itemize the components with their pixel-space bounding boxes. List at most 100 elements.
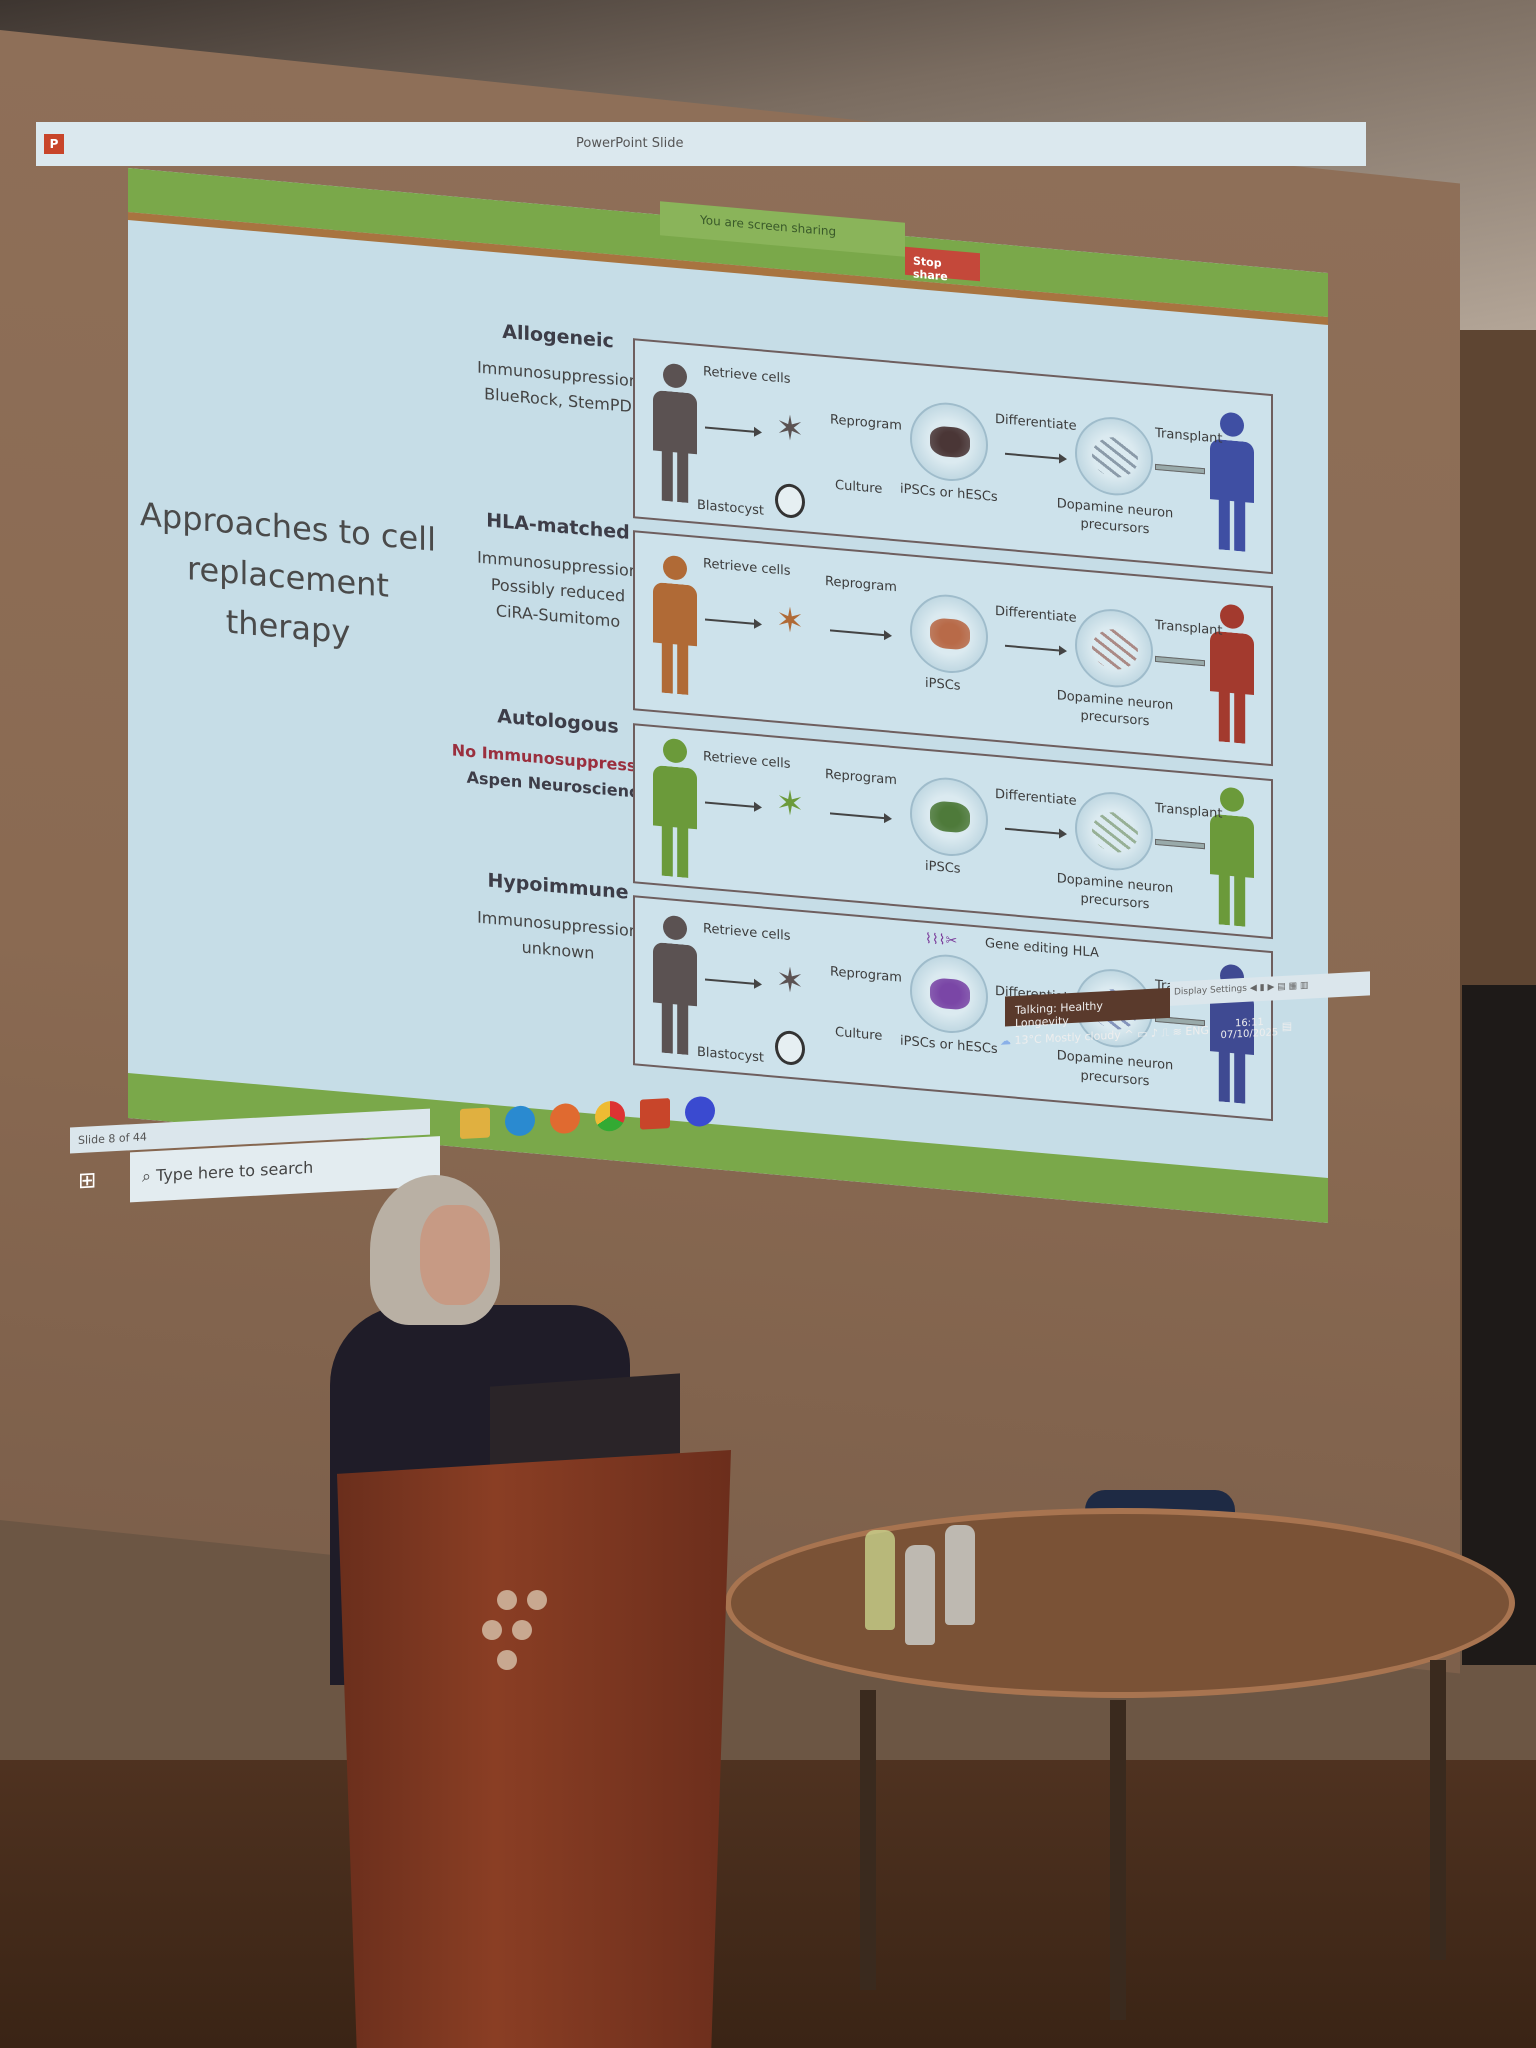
dish1-label: iPSCs <box>925 858 961 877</box>
syringe-icon <box>1155 655 1205 667</box>
bottle <box>905 1545 935 1645</box>
gene-editing-label: Gene editing HLA <box>985 935 1099 961</box>
figure-head <box>663 737 687 764</box>
syringe-icon <box>1155 463 1205 475</box>
file-explorer-icon[interactable] <box>460 1107 490 1140</box>
cell-colony <box>930 800 970 834</box>
bottle <box>945 1525 975 1625</box>
figure-head <box>1220 411 1244 438</box>
arrow-icon <box>705 426 760 434</box>
sharing-status: You are screen sharing <box>700 212 837 239</box>
figure-head <box>1220 603 1244 630</box>
reprogram-label: Reprogram <box>825 766 897 789</box>
table-leg <box>860 1690 876 1990</box>
figure-body <box>653 390 697 504</box>
figure-body <box>1210 439 1254 553</box>
presenter-face <box>420 1205 490 1305</box>
display-settings-button[interactable]: Display Settings <box>1174 983 1247 998</box>
reprogram-label: Reprogram <box>830 964 902 986</box>
arrow-icon <box>1005 644 1065 652</box>
date: 07/10/2025 <box>1220 1027 1279 1042</box>
retrieve-cells-label: Retrieve cells <box>703 749 791 772</box>
neuron-precursors <box>1092 627 1138 672</box>
wooden-floor <box>0 1760 1536 2048</box>
bottle <box>865 1530 895 1630</box>
stop-share-button[interactable]: Stop share <box>905 246 980 284</box>
figure-head <box>1220 786 1244 813</box>
cell-colony <box>930 425 970 459</box>
search-icon: ⌕ <box>142 1165 157 1186</box>
fibroblast-cells-icon: ✶ <box>775 599 805 643</box>
dish2-label: Dopamine neuron precursors <box>1056 688 1174 730</box>
ipsc-dish-icon <box>910 591 988 677</box>
figure-body <box>1210 814 1254 928</box>
dna-icon: ⌇⌇⌇✂ <box>925 930 958 950</box>
dish1-label: iPSCs or hESCs <box>900 481 998 506</box>
arrow-icon <box>830 629 890 637</box>
zoom-icon[interactable] <box>685 1095 715 1128</box>
podium-ornament <box>482 1620 502 1640</box>
weather-icon[interactable]: ☁ <box>1000 1034 1011 1048</box>
arrow-icon <box>705 978 760 986</box>
powerpoint-icon[interactable]: P <box>44 134 64 154</box>
figure-head <box>663 914 687 941</box>
edge-icon[interactable] <box>505 1105 535 1137</box>
retrieve-cells-label: Retrieve cells <box>703 921 791 944</box>
fibroblast-cells-icon: ✶ <box>775 782 805 826</box>
differentiate-label: Differentiate <box>995 786 1077 809</box>
clock[interactable]: 16:11 07/10/2025 <box>1221 1016 1279 1041</box>
neuron-dish-icon <box>1075 788 1153 874</box>
window-title-bar: P PowerPoint Slide <box>36 122 1366 166</box>
dish2-label: Dopamine neuron precursors <box>1056 871 1174 913</box>
powerpoint-icon[interactable] <box>640 1098 670 1130</box>
neuron-dish-icon <box>1075 413 1153 499</box>
podium-ornament <box>497 1650 517 1670</box>
figure-body <box>653 765 697 879</box>
tray-icons[interactable]: ^ ▭ ♪ ⎍ ≋ <box>1124 1025 1186 1042</box>
table <box>725 1508 1515 1698</box>
reprogram-label: Reprogram <box>830 412 902 434</box>
cell-colony <box>930 617 970 651</box>
blastocyst-icon <box>775 482 805 520</box>
differentiate-label: Differentiate <box>995 411 1077 434</box>
arrow-icon <box>1005 452 1065 460</box>
next-slide-icon[interactable]: ▶ <box>1264 982 1278 993</box>
language[interactable]: ENG <box>1185 1023 1210 1039</box>
donor-figure-icon <box>653 737 697 879</box>
slideshow-controls: Display Settings ◀ ▮ ▶ ▤ ▦ ▥ <box>1170 971 1370 1006</box>
firefox-icon[interactable] <box>550 1102 580 1135</box>
table-leg <box>1110 1700 1126 2020</box>
figure-body <box>1210 631 1254 745</box>
stop-share-label: Stop share <box>913 254 948 284</box>
search-placeholder: Type here to search <box>156 1157 314 1185</box>
notifications-icon[interactable]: ▤ <box>1281 1019 1293 1033</box>
podium-ornament <box>512 1620 532 1640</box>
figure-body <box>653 582 697 696</box>
dish1-label: iPSCs <box>925 675 961 694</box>
talking-tooltip: Talking: Healthy Longevity <box>1005 987 1170 1030</box>
table-leg <box>1430 1660 1446 1960</box>
figure-head <box>663 362 687 389</box>
fibroblast-cells-icon: ✶ <box>775 407 805 451</box>
arrow-icon <box>705 801 760 809</box>
chrome-icon[interactable] <box>595 1100 625 1132</box>
differentiate-label: Differentiate <box>995 603 1077 626</box>
donor-figure-icon <box>653 554 697 696</box>
neuron-dish-icon <box>1075 605 1153 691</box>
syringe-icon <box>1155 838 1205 850</box>
retrieve-cells-label: Retrieve cells <box>703 556 791 579</box>
prev-slide-icon[interactable]: ◀ <box>1249 983 1260 994</box>
view-icons[interactable]: ▤ ▦ ▥ <box>1277 980 1309 993</box>
weather[interactable]: 13°C Mostly cloudy <box>1014 1028 1121 1047</box>
dish2-label: Dopamine neuron precursors <box>1056 496 1174 538</box>
ipsc-dish-icon <box>910 399 988 485</box>
retrieve-cells-label: Retrieve cells <box>703 364 791 387</box>
blastocyst-label: Blastocyst <box>697 497 765 519</box>
donor-figure-icon <box>653 362 697 504</box>
arrow-icon <box>1005 827 1065 835</box>
ipsc-dish-icon <box>910 774 988 860</box>
windows-start-icon[interactable]: ⊞ <box>78 1168 97 1195</box>
culture-label: Culture <box>835 477 883 497</box>
reprogram-label: Reprogram <box>825 573 897 596</box>
podium-ornament <box>527 1590 547 1610</box>
